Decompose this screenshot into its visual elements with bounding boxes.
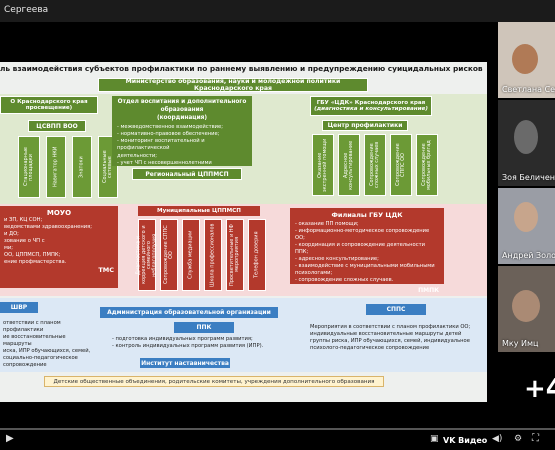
right-col-3: Сопровождение сложных случаев: [364, 134, 386, 196]
vk-video-label: VK Видео: [443, 436, 488, 445]
moyo-item: ведомствами здравоохранения;: [4, 224, 92, 231]
filial-item: - взаимодействие с муниципальными мобиль…: [295, 263, 435, 277]
gbu-line1: ГБУ «ЦДК» Краснодарского края: [316, 100, 426, 106]
gbu-box: ГБУ «ЦДК» Краснодарского края (диагности…: [310, 96, 432, 116]
shared-slide: ль взаимодействия субъектов профилактики…: [0, 62, 487, 402]
admin-box: Администрация образовательной организаци…: [100, 307, 278, 318]
participant-name: Мку Имц: [502, 339, 539, 348]
spps-text: Мероприятия в соответствии с планом проф…: [310, 324, 486, 364]
moyo-item: ение профмастерства.: [4, 259, 67, 266]
right-col-4: Сопровождение СППС ОО: [390, 134, 412, 196]
ministry-box: Министерство образования, науки и молоде…: [98, 78, 368, 92]
spps-line: Мероприятия в соответствии с планом проф…: [310, 324, 471, 330]
muni-col-3: Служба медиации: [182, 219, 200, 291]
participant-avatar: [514, 120, 538, 154]
regional-box: Региональный ЦППМСП: [132, 168, 242, 180]
participant-tile[interactable]: Мку Имц: [498, 266, 555, 352]
participant-tile[interactable]: Зоя Беличен: [498, 100, 555, 186]
ppk-text: - подготовка индивидуальных программ раз…: [112, 336, 282, 354]
moyo-item: ОО, ЦППМСП, ПМПК;: [4, 252, 61, 259]
right-col-2: Адресное консультирование: [338, 134, 360, 196]
dept-item: - мониторинг воспитательной и профилакти…: [117, 138, 205, 152]
municipal-box: Муниципальные ЦППМСП: [138, 206, 260, 216]
moyo-title: МОУО: [46, 209, 72, 217]
participant-name: Зоя Беличен: [502, 173, 555, 182]
filial-box: Филиалы ГБУ ЦДК - оказание ПП помощи; - …: [290, 208, 444, 294]
muni-col-2: Сопровождение СППС ОО: [160, 219, 178, 291]
dept-box: Отдел воспитания и дополнительного образ…: [112, 96, 252, 166]
muni-col-4: Школа профессионалов: [204, 219, 222, 291]
filial-item: - адресное консультирование;: [295, 256, 379, 263]
player-controls: [0, 402, 555, 450]
moyo-item: ми;: [4, 245, 14, 252]
filial-item: - оказание ПП помощи;: [295, 221, 359, 227]
dept-item: - учет ЧП с несовершеннолетними: [117, 159, 212, 166]
spps-box: СППС: [366, 304, 426, 315]
center-box: Центр профилактики: [322, 120, 408, 131]
shvr-line: социально-педагогическое: [3, 355, 78, 362]
participant-avatar: [514, 202, 538, 232]
spps-line: психолого-педагогическое сопровождение: [310, 345, 430, 352]
fullscreen-icon[interactable]: ⛶: [532, 433, 539, 444]
speaker-name: Сергеева: [4, 5, 49, 15]
ppk-line: - контроль индивидуальных программ разви…: [112, 343, 264, 350]
filial-item: - информационно-методическое сопровожден…: [295, 228, 430, 242]
dept-item: - нормативно-правовое обеспечение;: [117, 131, 220, 138]
dept-subtitle: (координация): [156, 114, 208, 121]
ppk-box: ППК: [174, 322, 234, 333]
shvr-box: ШВР: [0, 302, 38, 313]
left-col-3: Знатоки: [72, 136, 92, 198]
speaker-bar: [0, 0, 555, 22]
right-col-1: Оказание экстренной помощи: [312, 134, 334, 196]
left-col-1: Стационарные площадки: [18, 136, 40, 198]
participant-name: Светлана Сер: [502, 85, 555, 94]
participant-name: Андрей Золот: [502, 251, 555, 260]
left-org-line1: О Краснодарского края: [10, 99, 88, 105]
dept-item: - межведомственное взаимодействие;: [117, 124, 223, 131]
moyo-box: МОУО и ЗП, КЦ СОН; ведомствами здравоохр…: [0, 206, 118, 288]
right-col-5: Сопровождение мобильных бригад: [416, 134, 438, 196]
filial-footer: ПМПК: [418, 287, 439, 295]
institute-box: Институт наставничества: [140, 358, 230, 368]
moyo-footer: ТМС: [98, 266, 114, 275]
participant-avatar: [512, 44, 538, 74]
dept-item: деятельности;: [117, 152, 158, 159]
vk-logo-icon: ▣: [430, 434, 439, 444]
shvr-line: иска, ИПР обучающихся, семей,: [3, 348, 91, 355]
progress-bar[interactable]: [0, 428, 555, 430]
shvr-line: сопровождение: [3, 362, 47, 369]
participant-tile[interactable]: Светлана Сер: [498, 22, 555, 98]
muni-col-6: Телефон доверия: [248, 219, 266, 291]
left-org-box: О Краснодарского края просвещение): [0, 96, 98, 114]
moyo-item: и ЗП, КЦ СОН;: [4, 217, 43, 223]
play-icon[interactable]: ▶: [6, 433, 14, 444]
more-participants-count[interactable]: +4: [524, 374, 555, 404]
moyo-item: и ДО;: [4, 231, 19, 238]
spps-line: группы риска, ИПР обучающихся, семей, ин…: [310, 338, 470, 345]
bottom-box: Детские общественные объединения, родите…: [44, 376, 384, 387]
muni-col-1: Диагностика и коррекция детского и семей…: [136, 219, 157, 291]
settings-icon[interactable]: ⚙: [514, 434, 523, 444]
shvr-text: ответствии с планом профилактики ие восс…: [0, 318, 96, 368]
gbu-line2: (диагностика и консультирование): [314, 106, 428, 112]
left-col-2: Навигатор НКИ: [46, 136, 66, 198]
filial-item: - сопровождение сложных случаев.: [295, 277, 394, 284]
filial-item: - координация и сопровождение деятельнос…: [295, 242, 425, 256]
muni-col-5: Просветительные и НФ мероприятия: [226, 219, 244, 291]
participant-tile[interactable]: Андрей Золот: [498, 188, 555, 264]
volume-icon[interactable]: ◀): [492, 434, 503, 444]
ppk-line: - подготовка индивидуальных программ раз…: [112, 336, 253, 342]
participant-avatar: [512, 290, 540, 322]
slide-title: ль взаимодействия субъектов профилактики…: [0, 64, 483, 73]
left-org-line2: просвещение): [25, 105, 73, 111]
dept-title: Отдел воспитания и дополнительного образ…: [117, 99, 247, 113]
filial-title: Филиалы ГБУ ЦДК: [331, 211, 403, 219]
shvr-line: ответствии с планом профилактики: [3, 320, 61, 334]
shvr-line: ие восстановительные маршруты: [3, 334, 66, 348]
spps-line: индивидуальные восстановительные маршрут…: [310, 331, 462, 338]
csvpp-box: ЦСВПП ВОО: [28, 120, 86, 132]
moyo-item: зование о ЧП с: [4, 238, 45, 245]
